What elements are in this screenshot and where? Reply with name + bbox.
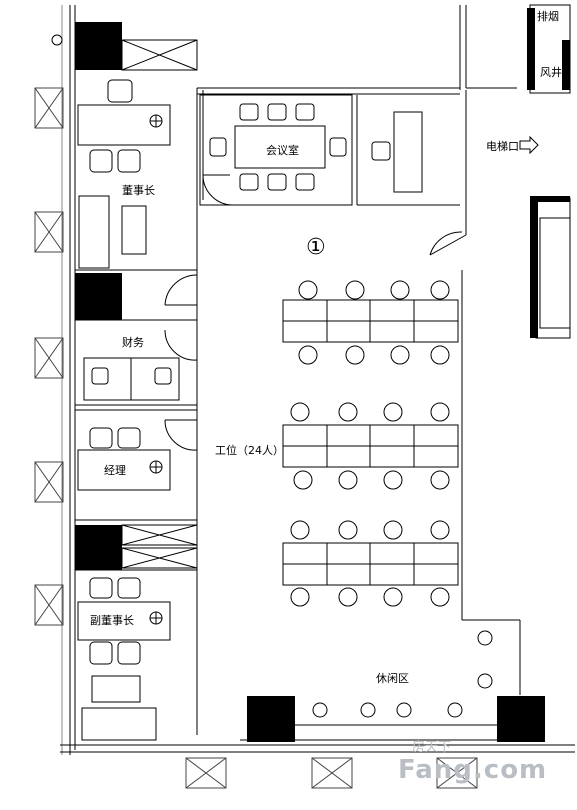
elevator-arrow-icon (519, 135, 539, 155)
label-finance: 财务 (122, 335, 144, 349)
label-elevator: 电梯口 (486, 140, 519, 153)
watermark-logo: Fang.com (398, 755, 548, 785)
label-meeting-room: 会议室 (266, 143, 299, 157)
label-lounge: 休闲区 (376, 671, 409, 685)
zone-marker: ① (306, 235, 326, 260)
watermark: 房天下 Fang.com (398, 736, 547, 785)
label-manager: 经理 (104, 464, 126, 477)
label-smoke-exhaust: 排烟 (537, 9, 559, 23)
label-chairman: 董事长 (122, 184, 155, 197)
label-air-shaft: 风井 (540, 65, 562, 79)
label-workstations: 工位（24人） (215, 443, 284, 457)
label-vice-chairman: 副董事长 (90, 614, 134, 627)
watermark-cn: 房天下 (412, 740, 452, 755)
